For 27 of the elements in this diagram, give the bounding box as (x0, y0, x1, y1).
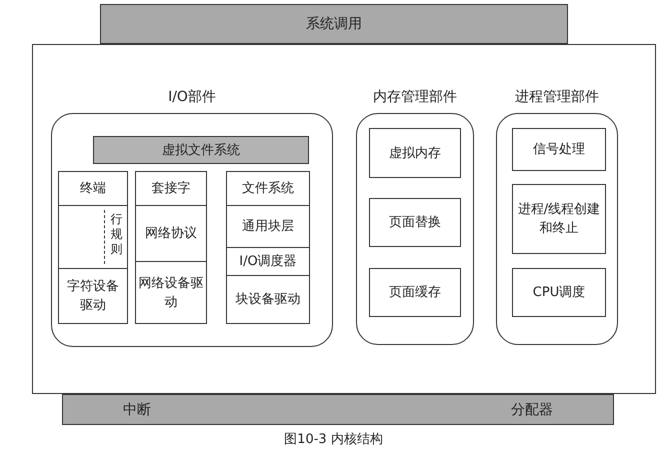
module-box: CPU调度 (512, 268, 606, 317)
component-heading: 内存管理部件 (372, 88, 458, 107)
module-box: 字符设备驱动 (58, 268, 128, 324)
module-box: I/O调度器 (226, 247, 310, 276)
layer-label: 中断 (123, 400, 151, 418)
module-box: 套接字 (135, 171, 207, 206)
module-box: 页面缓存 (369, 268, 461, 317)
figure-caption: 图10-3 内核结构 (283, 431, 384, 448)
module-box: 通用块层 (226, 205, 310, 248)
layer-bar: 系统调用 (100, 4, 568, 44)
layer-bar (62, 394, 614, 425)
layer-label: 分配器 (511, 400, 553, 418)
module-box: 块设备驱动 (226, 275, 310, 324)
kernel-frame (32, 44, 656, 394)
module-box: 文件系统 (226, 171, 310, 206)
layer-bar: 虚拟文件系统 (93, 136, 309, 164)
module-box: 信号处理 (512, 128, 606, 171)
component-heading: I/O部件 (167, 88, 217, 107)
module-box: 页面替换 (369, 198, 461, 247)
module-box (58, 205, 128, 269)
vertical-label: 行规则 (110, 212, 123, 257)
module-box: 终端 (58, 171, 128, 206)
component-heading: 进程管理部件 (514, 88, 600, 107)
module-box: 网络设备驱动 (135, 261, 207, 324)
module-box: 虚拟内存 (369, 128, 461, 178)
module-box: 网络协议 (135, 205, 207, 262)
module-box: 进程/线程创建和终止 (512, 184, 606, 254)
